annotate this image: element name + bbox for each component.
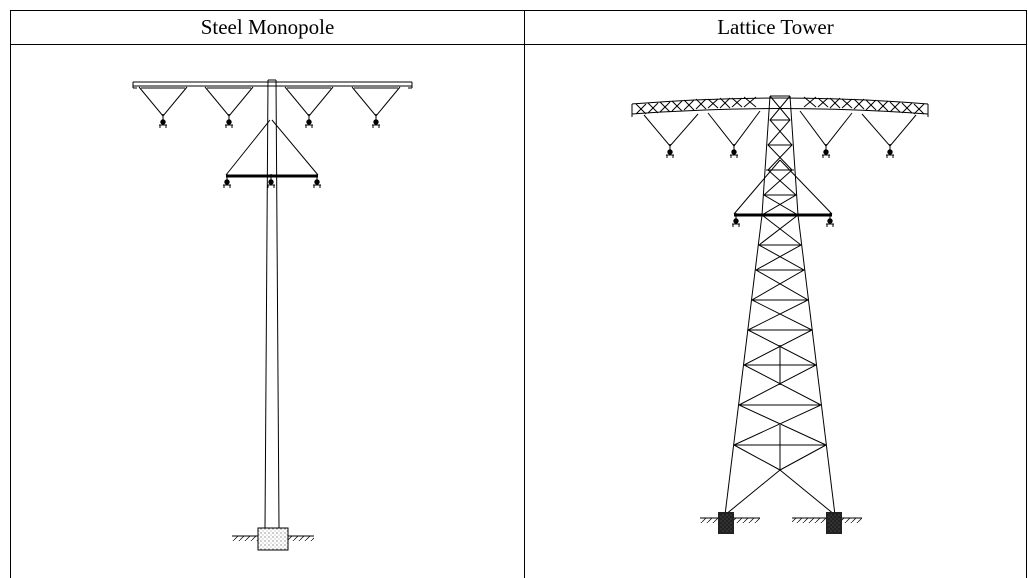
monopole-lower-delta xyxy=(222,119,322,189)
lattice-crossarm xyxy=(631,95,929,117)
lattice-foundations xyxy=(700,512,862,534)
monopole-foundation xyxy=(232,527,314,551)
lattice-tower-body xyxy=(724,95,836,516)
header-lattice-tower: Lattice Tower xyxy=(717,15,834,39)
monopole-shaft xyxy=(264,79,280,529)
monopole-crossarm xyxy=(132,81,413,89)
header-steel-monopole: Steel Monopole xyxy=(200,15,335,39)
monopole-v-insulators xyxy=(138,86,401,129)
steel-monopole-drawing xyxy=(132,79,413,551)
table-top-border xyxy=(10,10,1027,11)
table-header-divider xyxy=(10,44,1027,45)
lattice-v-insulators xyxy=(643,110,917,159)
table-center-divider xyxy=(524,10,525,578)
table-right-border xyxy=(1026,10,1027,578)
table-left-border xyxy=(10,10,11,578)
lattice-tower-drawing xyxy=(631,95,929,534)
